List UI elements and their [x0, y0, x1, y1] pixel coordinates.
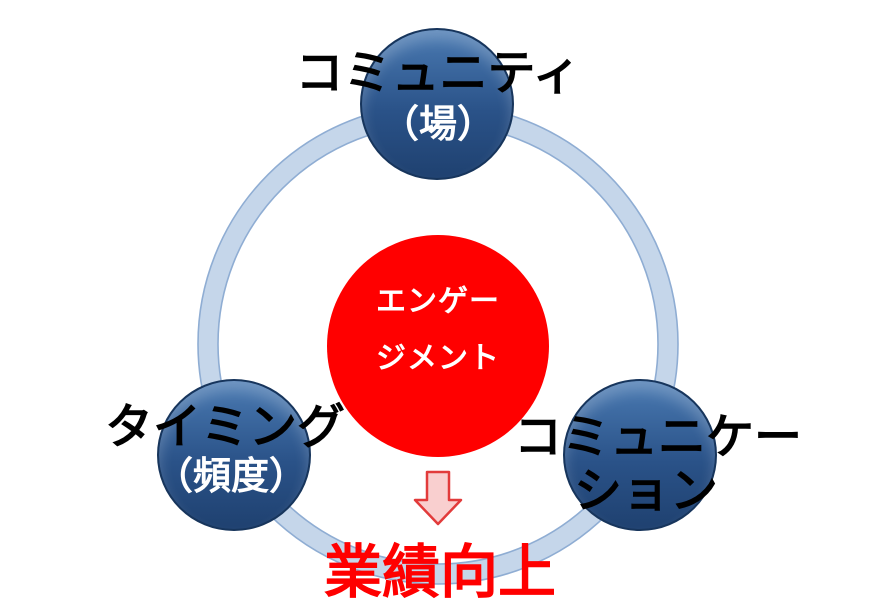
- node-community-circle: [360, 28, 514, 180]
- node-communication-circle: [563, 379, 717, 531]
- communication-title-line1: コミュニケー: [513, 411, 803, 464]
- node-timing-circle: [157, 379, 311, 531]
- engagement-label-line1: エンゲー: [376, 285, 500, 318]
- community-subtitle: （場）: [380, 104, 496, 146]
- communication-title-line2: ション: [573, 465, 719, 518]
- outcome-label: 業績向上: [323, 540, 557, 605]
- timing-subtitle: （頻度）: [154, 456, 308, 498]
- down-arrow-shape: [413, 470, 463, 526]
- engagement-circle: [327, 235, 549, 457]
- engagement-label-line2: ジメント: [376, 342, 500, 375]
- timing-title: タイミング: [104, 401, 346, 454]
- community-title: コミュニティ: [295, 47, 581, 100]
